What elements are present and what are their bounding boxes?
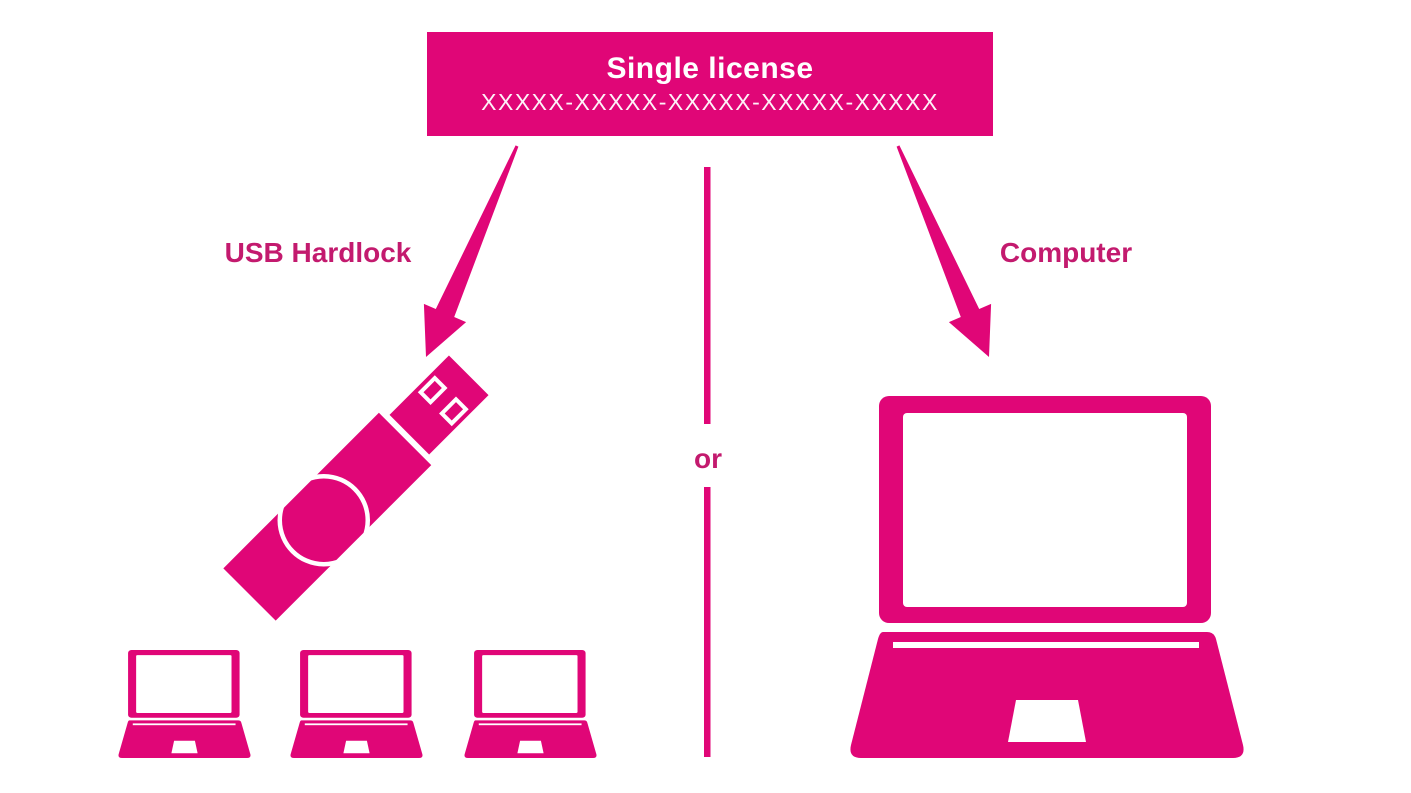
usb-connector <box>389 355 489 455</box>
license-key-mask: XXXXX-XXXXX-XXXXX-XXXXX-XXXXX <box>481 89 939 116</box>
vertical-divider-line-top <box>704 167 711 424</box>
small-laptop-icon <box>118 650 251 758</box>
vertical-divider-line-bottom <box>704 487 711 757</box>
usb-drive-icon <box>223 355 489 621</box>
usb-connector-hole <box>439 396 469 427</box>
arrow-down-right-icon <box>896 145 992 357</box>
laptop-icon <box>850 396 1244 758</box>
or-label: or <box>694 443 722 474</box>
single-license-box: Single license XXXXX-XXXXX-XXXXX-XXXXX-X… <box>427 32 993 136</box>
computer-label: Computer <box>999 237 1133 268</box>
usb-hardlock-label: USB Hardlock <box>224 237 412 268</box>
small-laptop-icon <box>290 650 423 758</box>
small-laptop-icon <box>464 650 597 758</box>
usb-ring <box>277 473 371 567</box>
license-title: Single license <box>606 52 814 86</box>
usb-connector-hole <box>417 375 448 405</box>
usb-body <box>223 412 432 621</box>
arrow-down-left-icon <box>423 145 519 357</box>
